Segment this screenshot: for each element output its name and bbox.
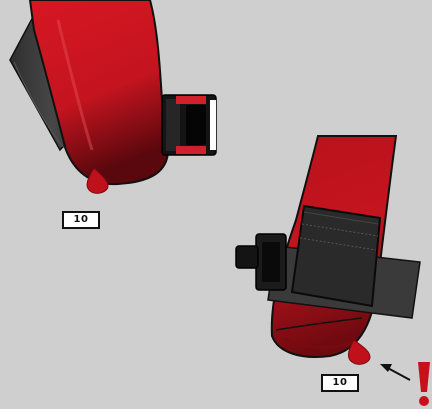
water-drop-icon <box>347 339 371 365</box>
step-number-badge: 10 <box>62 211 100 229</box>
inflated-bladder-icon <box>28 0 170 186</box>
buckle-icon <box>235 233 287 291</box>
bladder-with-pouch-view <box>235 135 430 406</box>
warning-exclamation-icon <box>418 362 430 406</box>
pouch-icon <box>290 204 382 308</box>
step-number-badge: 10 <box>321 374 359 392</box>
pointer-arrow-icon <box>380 364 411 381</box>
water-drop-icon <box>86 167 109 194</box>
strap-icon <box>13 61 67 151</box>
buckle-icon <box>161 94 217 156</box>
bladder-with-buckle-view <box>9 0 217 194</box>
